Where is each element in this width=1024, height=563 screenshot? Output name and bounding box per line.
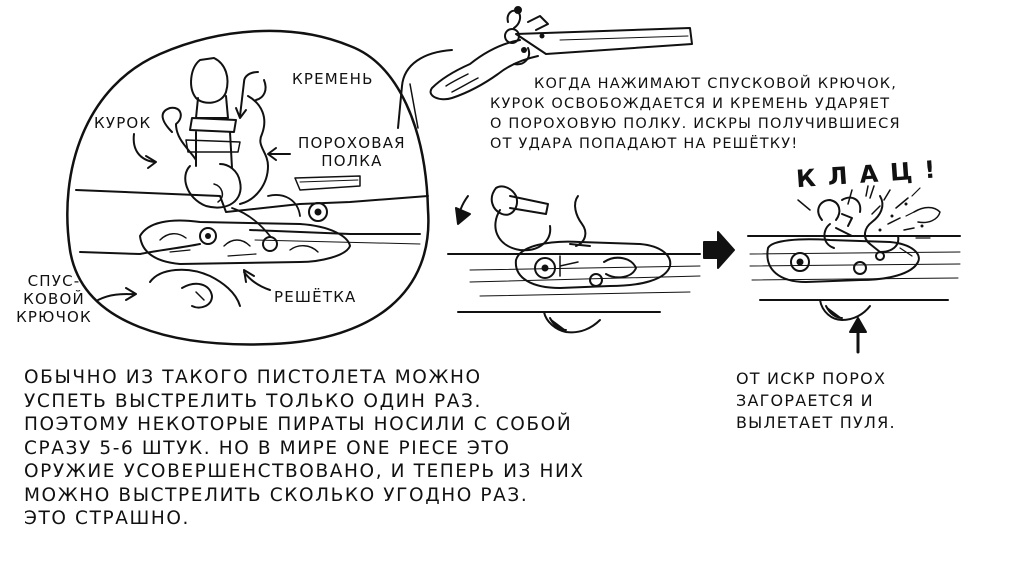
paragraph-line: СРАЗУ 5-6 ШТУК. НО В МИРЕ ONE PIECE ЭТО <box>24 437 511 459</box>
trigger-label: СПУС- КОВОЙ КРЮЧОК <box>8 272 100 326</box>
trigger-explanation-caption: КОГДА НАЖИМАЮТ СПУСКОВОЙ КРЮЧОК, КУРОК О… <box>490 74 901 154</box>
caption-line: КОГДА НАЖИМАЮТ СПУСКОВОЙ КРЮЧОК, <box>534 76 898 92</box>
grate-label: РЕШЁТКА <box>274 288 357 306</box>
powder-pan-label-line: ПОЛКА <box>321 152 383 170</box>
caption-line: О ПОРОХОВУЮ ПОЛКУ. ИСКРЫ ПОЛУЧИВШИЕСЯ <box>490 116 901 132</box>
powder-pan-label-line: ПОРОХОВАЯ <box>298 134 406 152</box>
cocked-lock-panel <box>447 185 701 334</box>
paragraph-line: УСПЕТЬ ВЫСТРЕЛИТЬ ТОЛЬКО ОДИН РАЗ. <box>24 390 483 412</box>
sequence-arrow <box>703 231 735 269</box>
circle-lock-mechanism <box>75 57 429 309</box>
paragraph-line: ПОЭТОМУ НЕКОТОРЫЕ ПИРАТЫ НОСИЛИ С СОБОЙ <box>24 414 573 435</box>
main-paragraph: ОБЫЧНО ИЗ ТАКОГО ПИСТОЛЕТА МОЖНО УСПЕТЬ … <box>24 366 585 531</box>
powder-pan-label: ПОРОХОВАЯ ПОЛКА <box>298 134 406 170</box>
hammer-label: КУРОК <box>94 114 152 132</box>
paragraph-line: ЭТО СТРАШНО. <box>24 508 191 529</box>
fired-lock-panel <box>747 185 961 354</box>
trigger-label-line: КРЮЧОК <box>16 308 92 326</box>
paragraph-line: ОБЫЧНО ИЗ ТАКОГО ПИСТОЛЕТА МОЖНО <box>24 367 482 388</box>
caption-line: ОТ УДАРА ПОПАДАЮТ НА РЕШЁТКУ! <box>490 136 799 152</box>
label-arrows <box>97 71 291 301</box>
trigger-label-line: СПУС- <box>27 272 81 290</box>
paragraph-line: ОРУЖИЕ УСОВЕРШЕНСТВОВАНО, И ТЕПЕРЬ ИЗ НИ… <box>24 461 585 482</box>
ignition-caption: ОТ ИСКР ПОРОХ ЗАГОРАЕТСЯ И ВЫЛЕТАЕТ ПУЛЯ… <box>736 368 896 434</box>
caption-line: ЗАГОРАЕТСЯ И <box>736 391 874 410</box>
pistol-drawing <box>429 6 693 101</box>
flint-label: КРЕМЕНЬ <box>292 70 374 88</box>
caption-line: КУРОК ОСВОБОЖДАЕТСЯ И КРЕМЕНЬ УДАРЯЕТ <box>490 96 891 112</box>
zoom-pointer <box>397 49 453 129</box>
paragraph-line: МОЖНО ВЫСТРЕЛИТЬ СКОЛЬКО УГОДНО РАЗ. <box>24 484 529 506</box>
magnifier-circle <box>66 29 430 346</box>
caption-line: ОТ ИСКР ПОРОХ <box>736 369 887 388</box>
caption-line: ВЫЛЕТАЕТ ПУЛЯ. <box>736 413 896 432</box>
trigger-label-line: КОВОЙ <box>23 290 85 308</box>
